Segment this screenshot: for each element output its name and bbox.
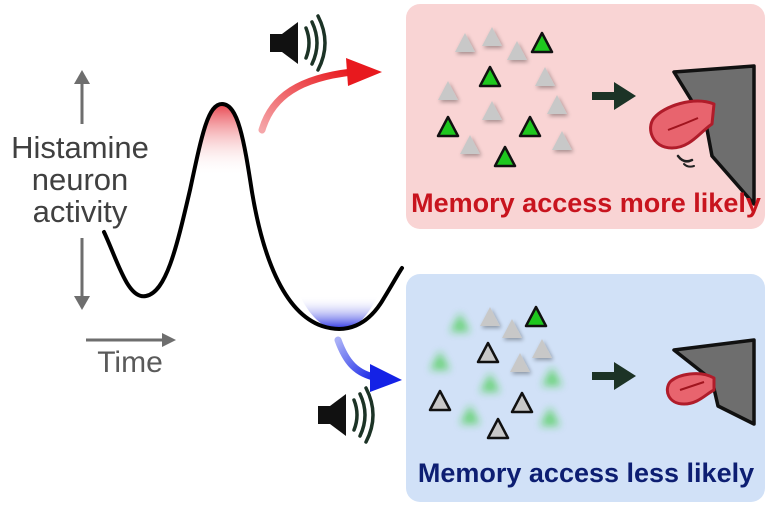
low-panel-caption: Memory access less likely (418, 458, 754, 488)
arrow-to-low-panel (334, 336, 402, 392)
arrow-to-high-panel (258, 58, 382, 134)
dark-arrow-low (592, 362, 636, 390)
high-activity-panel: Memory access more likely (406, 4, 765, 229)
tongue-icon (665, 372, 716, 406)
y-axis-label: Histamine neuron activity (11, 130, 149, 229)
tongue-icon (649, 99, 716, 168)
y-label-line-3: activity (33, 194, 128, 229)
high-panel-background (406, 4, 765, 229)
activity-trace (102, 101, 404, 331)
y-label-line-1: Histamine (11, 130, 149, 165)
x-axis-label: Time (97, 346, 163, 379)
speaker-icon (270, 14, 327, 72)
x-axis-arrow (86, 333, 176, 347)
trough-highlight (300, 296, 378, 330)
low-panel-background (406, 274, 765, 502)
peak-highlight (196, 104, 246, 176)
y-axis-arrow (74, 70, 90, 310)
y-label-line-2: neuron (32, 162, 129, 197)
low-activity-panel: Memory access less likely (406, 274, 765, 502)
high-panel-caption: Memory access more likely (411, 188, 761, 218)
dark-arrow-high (592, 82, 636, 110)
speaker-icon (318, 386, 375, 444)
